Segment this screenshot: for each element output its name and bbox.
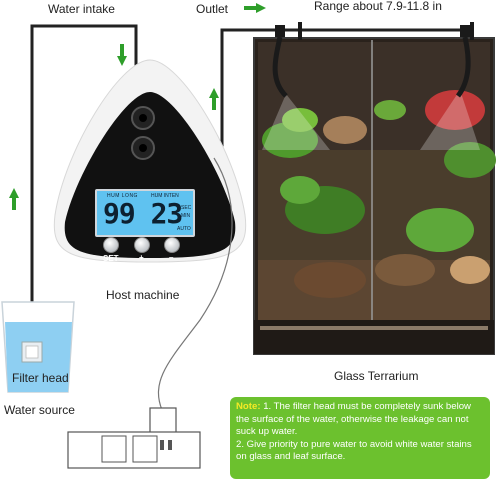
water-intake-label: Water intake — [48, 2, 115, 16]
filter-head-label: Filter head — [12, 371, 69, 385]
set-button-label: SET — [103, 254, 119, 263]
arrow-down-intake — [117, 44, 127, 66]
lcd-left-header: HUM LONG — [107, 193, 138, 199]
note-line-1: Note: 1. The filter head must be complet… — [236, 401, 484, 439]
host-machine-label: Host machine — [106, 288, 180, 302]
plus-button-label: + — [139, 253, 144, 262]
set-button[interactable] — [103, 237, 119, 253]
arrow-up-left — [9, 188, 19, 210]
lcd-unit-min: MIN — [181, 213, 191, 219]
glass-terrarium-label: Glass Terrarium — [334, 369, 419, 383]
note-prefix: Note: — [236, 401, 261, 412]
note-box: Note: 1. The filter head must be complet… — [230, 397, 490, 479]
plus-button[interactable] — [134, 237, 150, 253]
note-line-2: 2. Give priority to pure water to avoid … — [236, 439, 484, 464]
note-text-1: 1. The filter head must be completely su… — [236, 401, 471, 437]
lcd-display: HUM LONG HUM INTEN 99 23 SEC MIN AUTO — [95, 189, 195, 237]
outlet-label: Outlet — [196, 2, 229, 16]
lcd-unit-sec: SEC — [181, 205, 192, 211]
lcd-value: 99 23 — [103, 197, 183, 230]
lcd-right-header: HUM INTEN — [151, 193, 179, 199]
range-label: Range about 7.9-11.8 in — [314, 0, 442, 13]
arrow-right-outlet — [244, 3, 266, 13]
power-cord — [67, 157, 233, 469]
minus-button-label: – — [169, 253, 174, 262]
minus-button[interactable] — [164, 237, 180, 253]
note-text-2: 2. Give priority to pure water to avoid … — [236, 438, 472, 463]
water-source-label: Water source — [4, 403, 75, 417]
arrow-up-outlet — [209, 88, 219, 110]
glass-terrarium — [253, 37, 496, 355]
lcd-auto: AUTO — [177, 226, 191, 232]
water-glass — [1, 301, 75, 393]
